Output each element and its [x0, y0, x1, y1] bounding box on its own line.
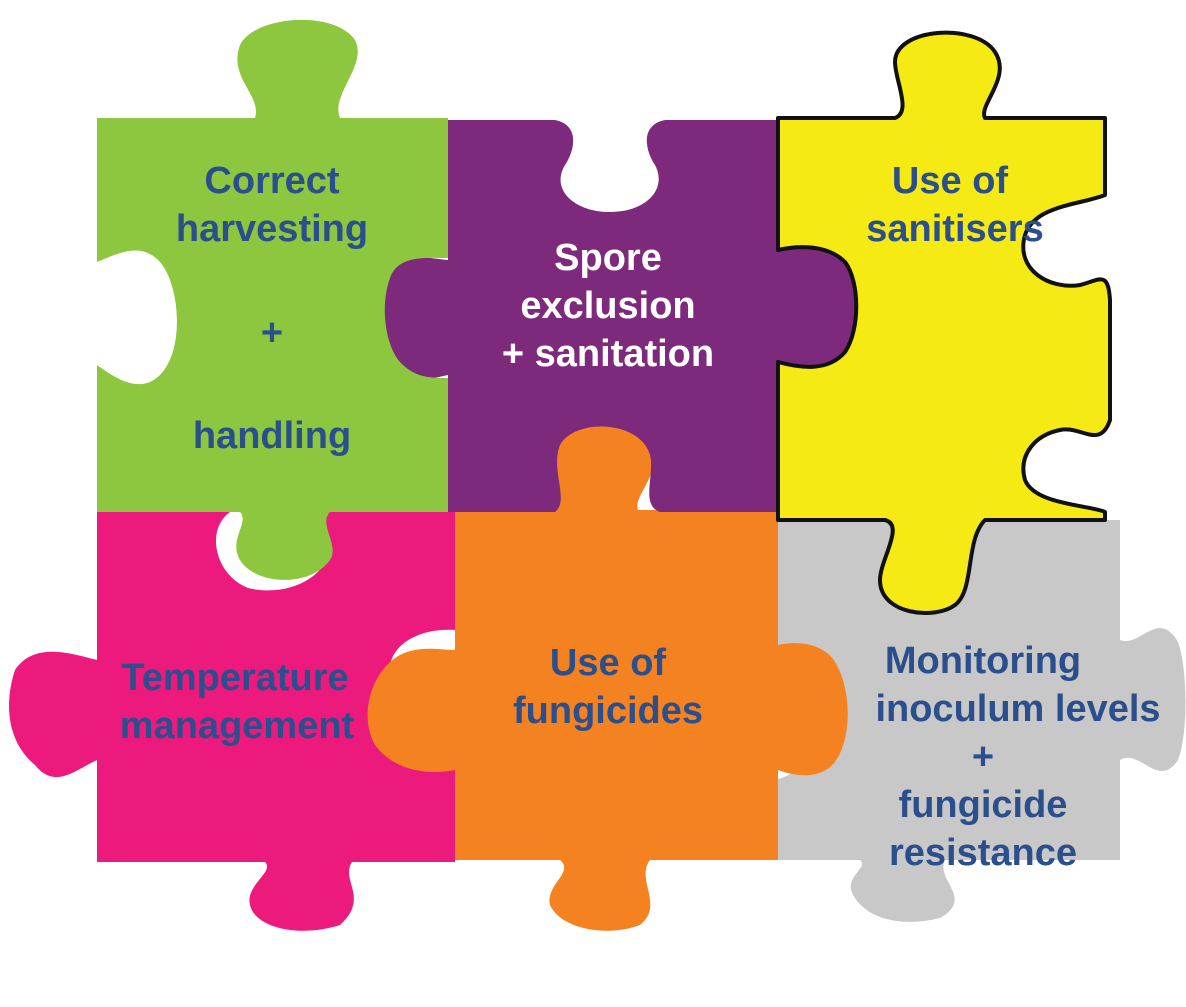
temperature-line1: Temperature: [121, 657, 348, 699]
temperature-line2: management: [120, 705, 355, 747]
label-fungicides: Use of fungicides: [513, 642, 703, 732]
monitoring-line3: +: [972, 736, 994, 778]
piece-sanitisers: [776, 30, 1112, 615]
monitoring-line1: Monitoring: [885, 640, 1081, 682]
monitoring-line5: resistance: [889, 832, 1077, 874]
piece-sanitisers-shape: [776, 30, 1112, 615]
spore-exclusion-line1: Spore: [554, 237, 662, 279]
piece-temperature-shape: [9, 512, 456, 931]
piece-temperature: [9, 512, 456, 931]
piece-spore-exclusion: [366, 120, 857, 512]
label-correct-harvesting: Correct harvesting + handling: [176, 160, 368, 457]
label-monitoring: Monitoring inoculum levels + fungicide r…: [875, 640, 1160, 874]
piece-fungicides: [367, 421, 848, 931]
fungicides-line2: fungicides: [513, 690, 703, 732]
piece-fungicides-shape: [367, 421, 848, 931]
spore-exclusion-line2: exclusion: [520, 285, 695, 327]
label-temperature: Temperature management: [120, 657, 355, 747]
correct-harvesting-line3: +: [261, 312, 283, 354]
piece-monitoring: [775, 520, 1186, 922]
piece-spore-exclusion-shape: [366, 120, 857, 512]
correct-harvesting-line1: Correct: [204, 160, 339, 202]
fungicides-line1: Use of: [550, 642, 666, 684]
correct-harvesting-line2: harvesting: [176, 208, 368, 250]
correct-harvesting-line4: handling: [193, 415, 351, 457]
label-sanitisers: Use of sanitisers: [866, 160, 1043, 250]
piece-monitoring-shape: [775, 520, 1186, 922]
label-spore-exclusion: Spore exclusion + sanitation: [502, 237, 714, 375]
piece-correct-harvesting: [97, 19, 448, 580]
piece-correct-harvesting-shape: [97, 19, 448, 580]
monitoring-line2: inoculum levels: [875, 688, 1160, 730]
monitoring-line4: fungicide: [899, 784, 1068, 826]
sanitisers-line1: Use of: [892, 160, 1008, 202]
sanitisers-line2: sanitisers: [866, 208, 1043, 250]
spore-exclusion-line3: + sanitation: [502, 333, 714, 375]
